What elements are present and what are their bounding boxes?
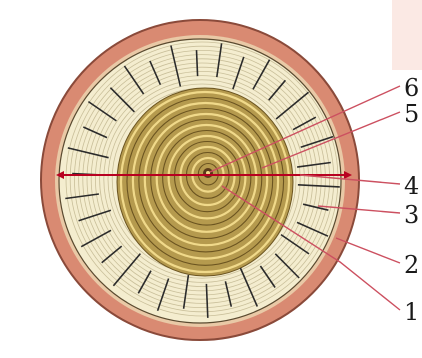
medullary-ray (197, 50, 198, 76)
label-6: 6 (404, 76, 419, 100)
pith (203, 168, 213, 178)
heartwood-layer (117, 88, 293, 276)
label-3: 3 (404, 203, 419, 227)
label-4: 4 (404, 174, 419, 198)
label-1: 1 (404, 300, 419, 324)
label-5: 5 (404, 102, 419, 126)
leader-2 (336, 238, 400, 263)
corner-tint (392, 0, 422, 70)
label-2: 2 (404, 253, 419, 277)
heartwood-rings (117, 88, 293, 276)
